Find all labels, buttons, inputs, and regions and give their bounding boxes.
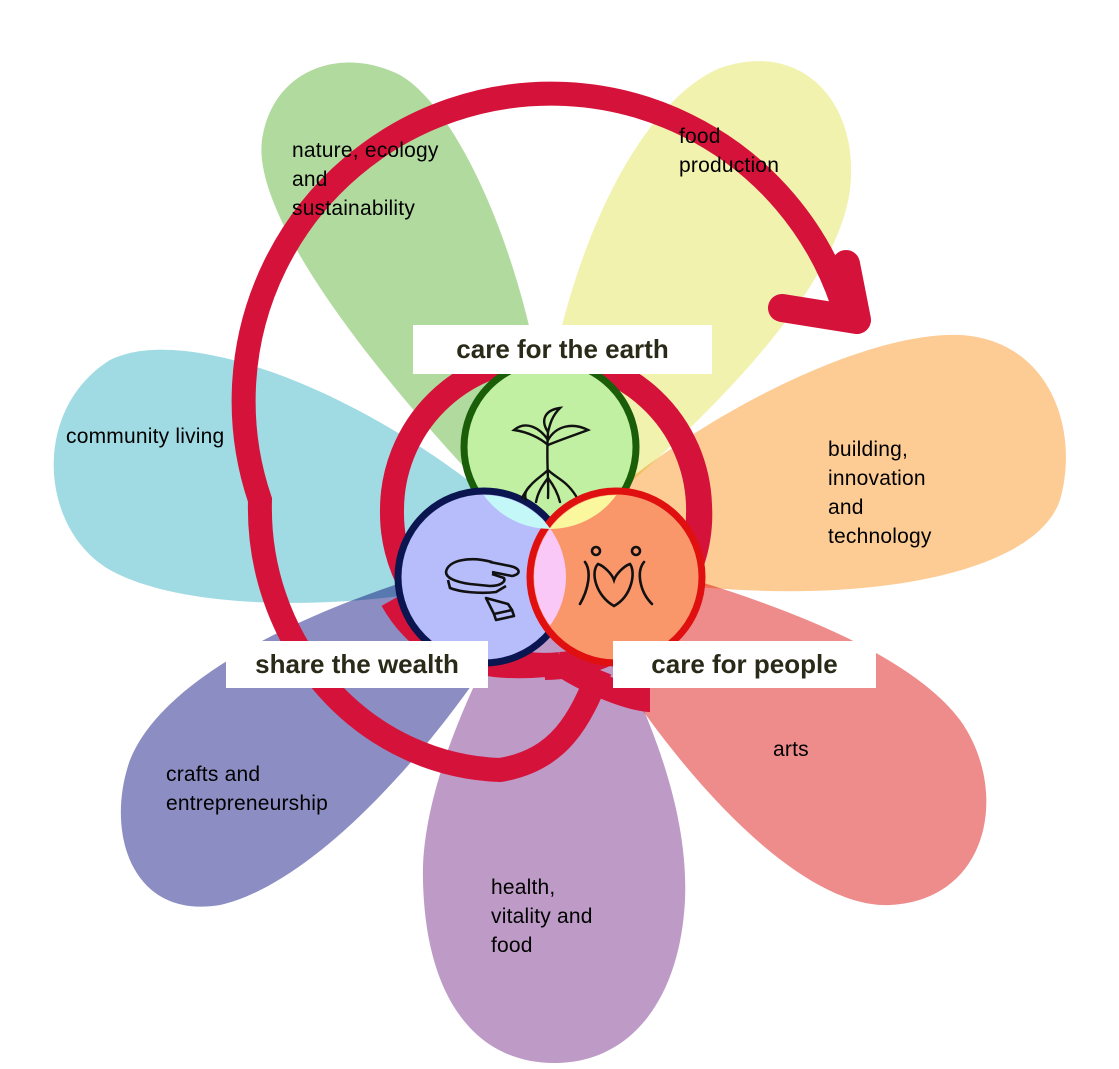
petal-label-food-production: food production <box>679 125 780 177</box>
shared-pie-icon <box>444 558 520 622</box>
petal-label-nature: nature, ecology and sustainability <box>292 139 439 220</box>
ethic-label-wealth: share the wealth <box>226 641 488 688</box>
ethic-label-earth: care for the earth <box>413 325 712 374</box>
plant-icon <box>511 406 592 504</box>
people-heart-icon <box>578 545 654 608</box>
petal-label-community: community living <box>66 425 225 448</box>
petal-label-health: health, vitality and food <box>491 876 593 957</box>
petal-label-arts: arts <box>773 738 809 761</box>
ethic-label-people: care for people <box>613 641 876 688</box>
petal-label-building: building, innovation and technology <box>828 438 932 548</box>
petal-label-crafts: crafts and entrepreneurship <box>166 763 328 815</box>
